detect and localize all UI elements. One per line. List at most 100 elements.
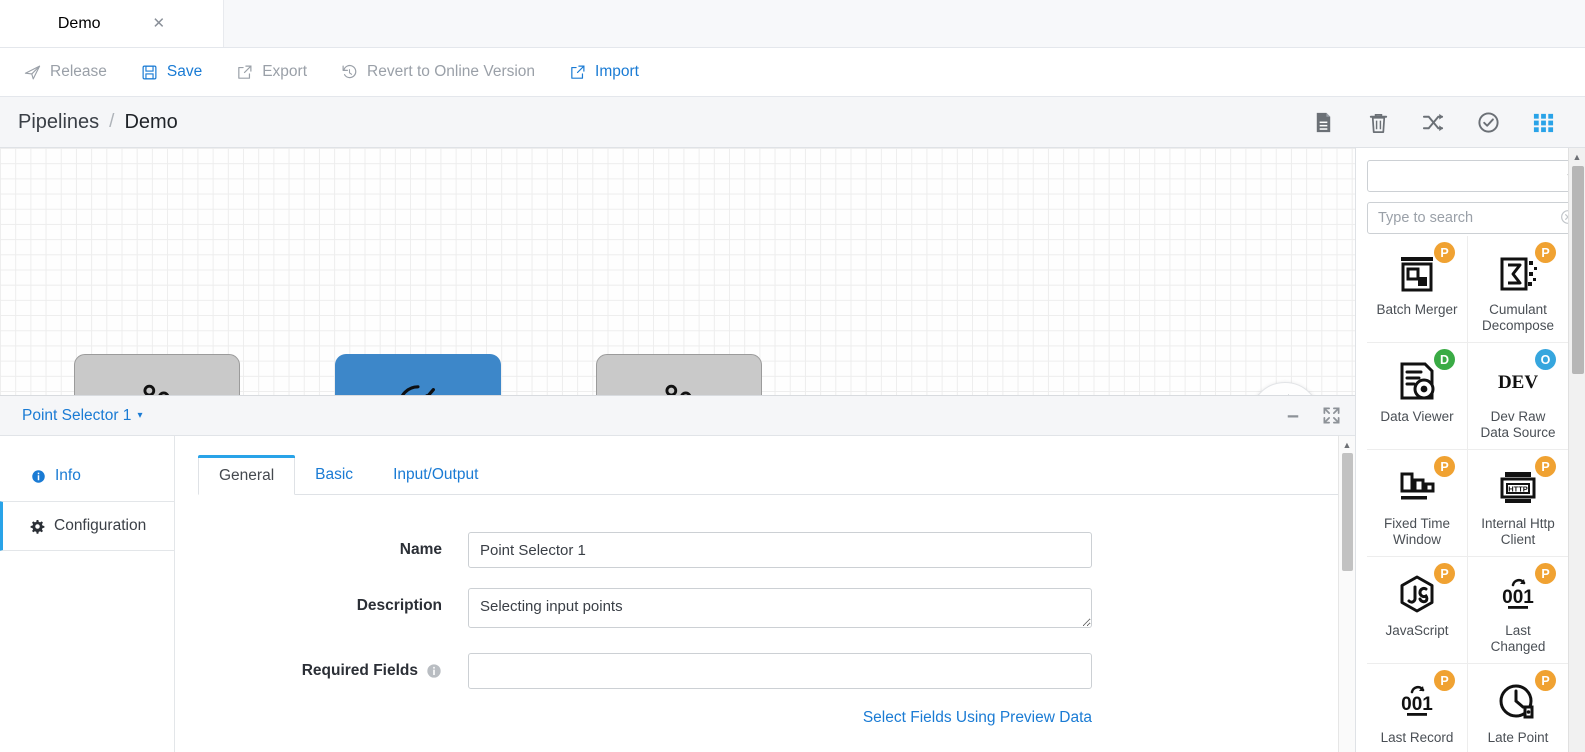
info-circle-icon[interactable]	[426, 663, 442, 679]
pan-up-icon[interactable]: ▲	[1281, 391, 1296, 395]
save-button[interactable]: Save	[141, 63, 202, 81]
release-button[interactable]: Release	[24, 63, 107, 81]
properties-panel-header: Point Selector 1 ▾	[0, 396, 1355, 436]
late-point-icon	[1499, 684, 1534, 719]
shuffle-icon[interactable]	[1422, 111, 1445, 134]
palette-item[interactable]: Fixed Time Window P	[1367, 450, 1468, 557]
tab-general[interactable]: General	[198, 455, 296, 495]
dev-raw-icon: DEV	[1498, 372, 1538, 393]
required-fields-text: Required Fields	[301, 662, 418, 679]
properties-panel: Point Selector 1 ▾	[0, 396, 1355, 752]
sidebar-item-info[interactable]: Info	[0, 451, 174, 501]
scroll-up-icon[interactable]: ▲	[1572, 151, 1582, 162]
canvas-pan-control[interactable]: ▲ ▼ ◀ ▶	[1250, 382, 1320, 395]
tab-basic[interactable]: Basic	[315, 466, 354, 483]
description-textarea[interactable]	[468, 588, 1092, 628]
page-title: Demo	[124, 110, 178, 133]
batch-merger-icon	[1401, 257, 1433, 292]
required-fields-input[interactable]	[468, 653, 1092, 689]
breadcrumb-separator: /	[109, 111, 115, 132]
scroll-up-icon[interactable]: ▲	[1342, 439, 1352, 450]
properties-tabs: General Basic Input/Output	[198, 455, 1355, 495]
select-fields-preview-link[interactable]: Select Fields Using Preview Data	[862, 709, 1092, 726]
required-fields-label: Required Fields	[198, 653, 468, 689]
preview-link-wrap: Select Fields Using Preview Data	[198, 709, 1092, 727]
minimize-icon[interactable]	[1284, 407, 1302, 425]
properties-panel-title[interactable]: Point Selector 1	[22, 406, 132, 424]
palette-item-label: Internal Http Client	[1481, 516, 1555, 547]
palette-item[interactable]: DEV Dev Raw Data Source O	[1468, 343, 1569, 450]
palette-item[interactable]: Late Point P	[1468, 664, 1569, 752]
export-button[interactable]: Export	[236, 63, 307, 81]
node-kafka-producer[interactable]: Kafka Producer 1	[596, 354, 762, 395]
name-label: Name	[399, 541, 442, 558]
palette-item[interactable]: 001 Last Changed P	[1468, 557, 1569, 664]
palette-scrollbar[interactable]: ▲ ▼	[1568, 148, 1585, 752]
trash-icon[interactable]	[1367, 111, 1390, 134]
document-icon[interactable]	[1312, 111, 1335, 134]
tab-input-output[interactable]: Input/Output	[393, 466, 479, 483]
check-circle-icon[interactable]	[1477, 111, 1500, 134]
point-selector-icon	[400, 384, 435, 395]
palette-item-label: Dev Raw Data Source	[1480, 409, 1556, 440]
import-icon	[571, 65, 585, 79]
palette-category-select[interactable]: ▾	[1367, 160, 1569, 192]
info-icon	[32, 469, 45, 483]
properties-scrollbar[interactable]: ▲ ▼	[1338, 436, 1355, 752]
badge-origin: O	[1535, 349, 1556, 370]
breadcrumb: Pipelines / Demo	[0, 97, 1585, 148]
scroll-thumb[interactable]	[1342, 453, 1353, 571]
sidebar-item-configuration[interactable]: Configuration	[0, 501, 175, 551]
breadcrumb-root[interactable]: Pipelines	[18, 110, 100, 133]
palette-item-label: JavaScript	[1385, 623, 1449, 638]
badge-destination: D	[1434, 349, 1455, 370]
palette-item-label: Batch Merger	[1376, 302, 1458, 317]
field-row-name: Name	[198, 532, 1355, 568]
svg-text:001: 001	[1502, 587, 1534, 608]
save-icon	[142, 65, 157, 79]
field-row-link: Select Fields Using Preview Data	[198, 709, 1355, 727]
node-point-selector[interactable]: Point Selector 1	[335, 354, 501, 395]
sidebar-item-label: Info	[55, 467, 81, 484]
search-input[interactable]	[1367, 202, 1569, 234]
kafka-icon	[143, 384, 170, 395]
palette-item[interactable]: Data Viewer D	[1367, 343, 1468, 450]
name-input[interactable]	[468, 532, 1092, 568]
import-button[interactable]: Import	[569, 63, 639, 81]
expand-icon[interactable]	[1322, 406, 1341, 425]
description-control	[468, 588, 1092, 633]
svg-text:001: 001	[1401, 694, 1433, 715]
palette-item[interactable]: Cumulant Decompose P	[1468, 236, 1569, 343]
properties-panel-body: Info Configuration General Basic	[0, 436, 1355, 752]
grid-apps-icon[interactable]	[1532, 111, 1555, 134]
action-toolbar: Release Save Export Revert to	[0, 48, 1585, 97]
stage-palette: ▾	[1355, 148, 1585, 752]
badge-processor: P	[1434, 670, 1455, 691]
gear-icon	[30, 519, 45, 534]
tab-demo[interactable]: Demo ✕	[0, 0, 224, 47]
configuration-form: Name Description	[198, 495, 1355, 727]
badge-processor: P	[1434, 456, 1455, 477]
chevron-down-icon[interactable]: ▾	[137, 410, 143, 421]
palette-item[interactable]: 001 Last Record P	[1367, 664, 1468, 752]
send-icon	[24, 65, 41, 79]
required-fields-control	[468, 653, 1092, 689]
palette-item[interactable]: Batch Merger P	[1367, 236, 1468, 343]
palette-item[interactable]: JavaScript P	[1367, 557, 1468, 664]
palette-item-label: Cumulant Decompose	[1481, 302, 1555, 333]
revert-label: Revert to Online Version	[367, 63, 536, 80]
close-icon[interactable]: ✕	[152, 15, 166, 32]
data-viewer-icon	[1400, 362, 1435, 400]
scroll-thumb[interactable]	[1572, 166, 1584, 374]
sidebar-item-label: Configuration	[54, 517, 147, 534]
palette-inner: ▾	[1356, 148, 1569, 752]
properties-content: General Basic Input/Output Name	[175, 436, 1355, 752]
palette-item-label: Last Record	[1380, 730, 1454, 745]
revert-button[interactable]: Revert to Online Version	[341, 63, 535, 81]
cumulant-icon	[1500, 257, 1537, 291]
palette-item[interactable]: HTTP Internal Http Client P	[1468, 450, 1569, 557]
